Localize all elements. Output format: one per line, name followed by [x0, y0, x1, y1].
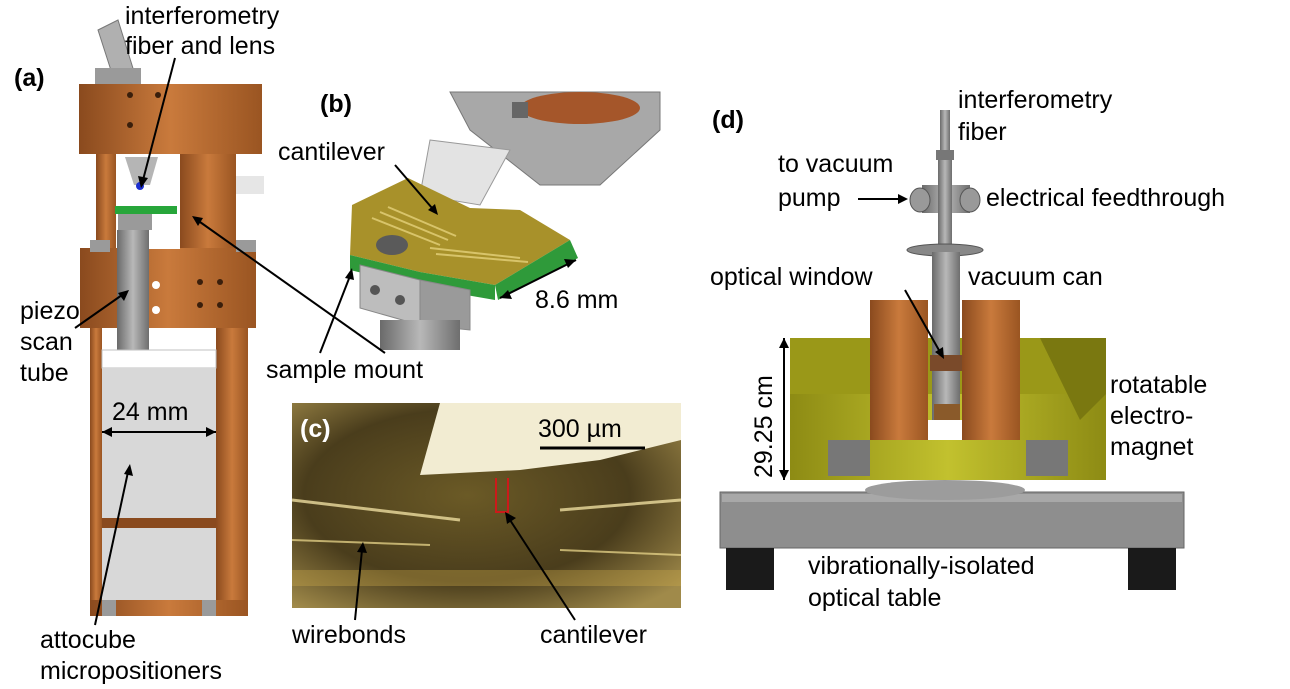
dimension-8-6mm: 8.6 mm [535, 286, 618, 314]
magnet-label-1: rotatable [1110, 371, 1207, 399]
panel-b: (b) cantilever 8.6 mm sample mou [192, 90, 661, 384]
clamp [419, 139, 511, 206]
copper-frame [79, 84, 264, 616]
fiber-holder [95, 19, 141, 87]
magnet-label-2: electro- [1110, 402, 1193, 430]
sample-mount-label: sample mount [266, 356, 423, 384]
fiber-label-2: fiber and lens [125, 32, 275, 60]
mount-arrow-2 [199, 221, 386, 354]
pump-label-2: pump [778, 184, 841, 212]
vacuum-can-label: vacuum can [968, 263, 1103, 291]
optical-window-piece [930, 355, 962, 371]
vacuum-insert [906, 110, 984, 420]
panel-c: (c) 300 µm wirebonds cantilever [291, 403, 682, 649]
fiber-label-1: interferometry [125, 2, 280, 30]
sample-mount-block [359, 235, 471, 350]
panel-b-label: (b) [320, 90, 352, 118]
feedthrough-label: electrical feedthrough [986, 184, 1225, 212]
fiber-arrow [142, 57, 176, 181]
table-label-2: optical table [808, 584, 941, 612]
dimension-arrow-b [499, 259, 577, 299]
cantilever-label-b: cantilever [278, 138, 385, 166]
optical-window-arrow [904, 289, 941, 353]
fiber-d-label-2: fiber [958, 118, 1007, 146]
sample-block [118, 214, 152, 230]
sample-pcb [115, 206, 177, 214]
wirebonds-label: wirebonds [291, 621, 406, 649]
cantilever-arrow-b [394, 164, 433, 209]
dimension-24mm: 24 mm [112, 398, 188, 426]
piezo-label-3: tube [20, 359, 69, 387]
height-label: 29.25 cm [750, 375, 778, 478]
piezo-label-1: piezo [20, 297, 80, 325]
attocube-label-1: attocube [40, 626, 136, 654]
panel-d: (d) [710, 86, 1225, 612]
magnet-label-3: magnet [1110, 433, 1193, 461]
table-leg-left [726, 548, 774, 590]
panel-a-label: (a) [14, 64, 45, 92]
fiber-d-label-1: interferometry [958, 86, 1113, 114]
piezo-arrow [74, 294, 123, 329]
cantilever-outline [495, 478, 509, 513]
lens-holder [125, 157, 158, 185]
cantilever-arrow-c [509, 519, 576, 621]
table-label-1: vibrationally-isolated [808, 552, 1035, 580]
cantilever-label-c: cantilever [540, 621, 647, 649]
scale-bar-label: 300 µm [538, 415, 622, 443]
attocube-arrow [94, 471, 129, 626]
optical-window-label: optical window [710, 263, 874, 291]
panel-c-label: (c) [300, 415, 331, 443]
chip-body [420, 403, 681, 475]
wirebonds-arrow [354, 549, 363, 621]
panel-d-label: (d) [712, 106, 744, 134]
attocube-stack [90, 240, 256, 616]
light-streaks [291, 498, 682, 586]
mount-arrow-1 [319, 275, 351, 354]
pump-label-1: to vacuum [778, 150, 893, 178]
table-leg-right [1128, 548, 1176, 590]
piezo-label-2: scan [20, 328, 73, 356]
panel-a: (a) [14, 2, 280, 685]
attocube-label-2: micropositioners [40, 657, 222, 685]
